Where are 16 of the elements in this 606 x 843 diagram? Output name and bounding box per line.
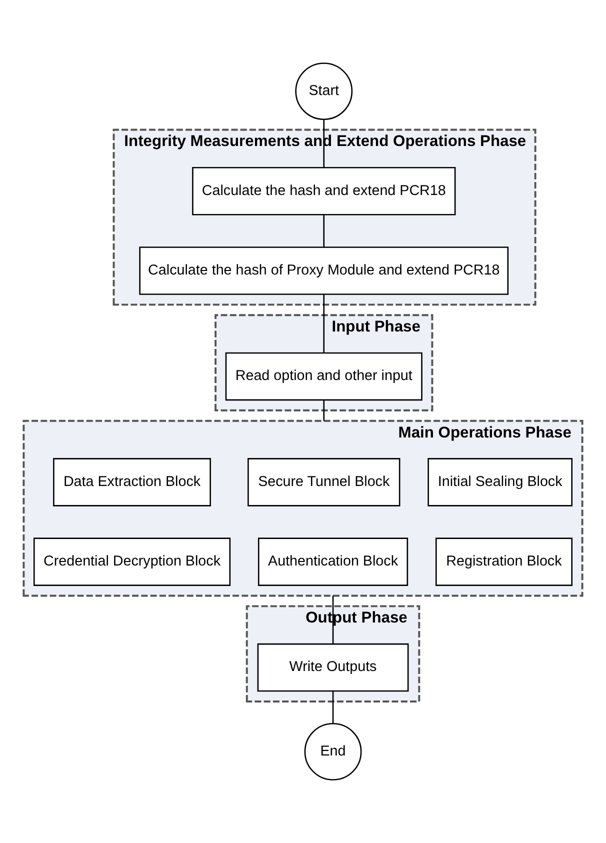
node-box: Initial Sealing Block <box>428 458 573 506</box>
connector <box>323 214 325 247</box>
node-box: Calculate the hash of Proxy Module and extend PCR18 <box>139 246 509 295</box>
connector <box>323 294 325 353</box>
connector <box>323 400 325 421</box>
node-box: Secure Tunnel Block <box>248 458 400 506</box>
node-box: Read option and other input <box>225 352 422 401</box>
node-box: Authentication Block <box>258 538 408 586</box>
node-box: Calculate the hash and extend PCR18 <box>192 166 456 216</box>
node-box: Credential Decryption Block <box>33 538 231 586</box>
node-circle: End <box>304 723 362 780</box>
node-box: Write Outputs <box>257 643 409 692</box>
node-box: Data Extraction Block <box>53 458 211 506</box>
node-circle: Start <box>295 62 353 120</box>
node-box: Registration Block <box>435 538 573 586</box>
connector <box>332 691 334 724</box>
